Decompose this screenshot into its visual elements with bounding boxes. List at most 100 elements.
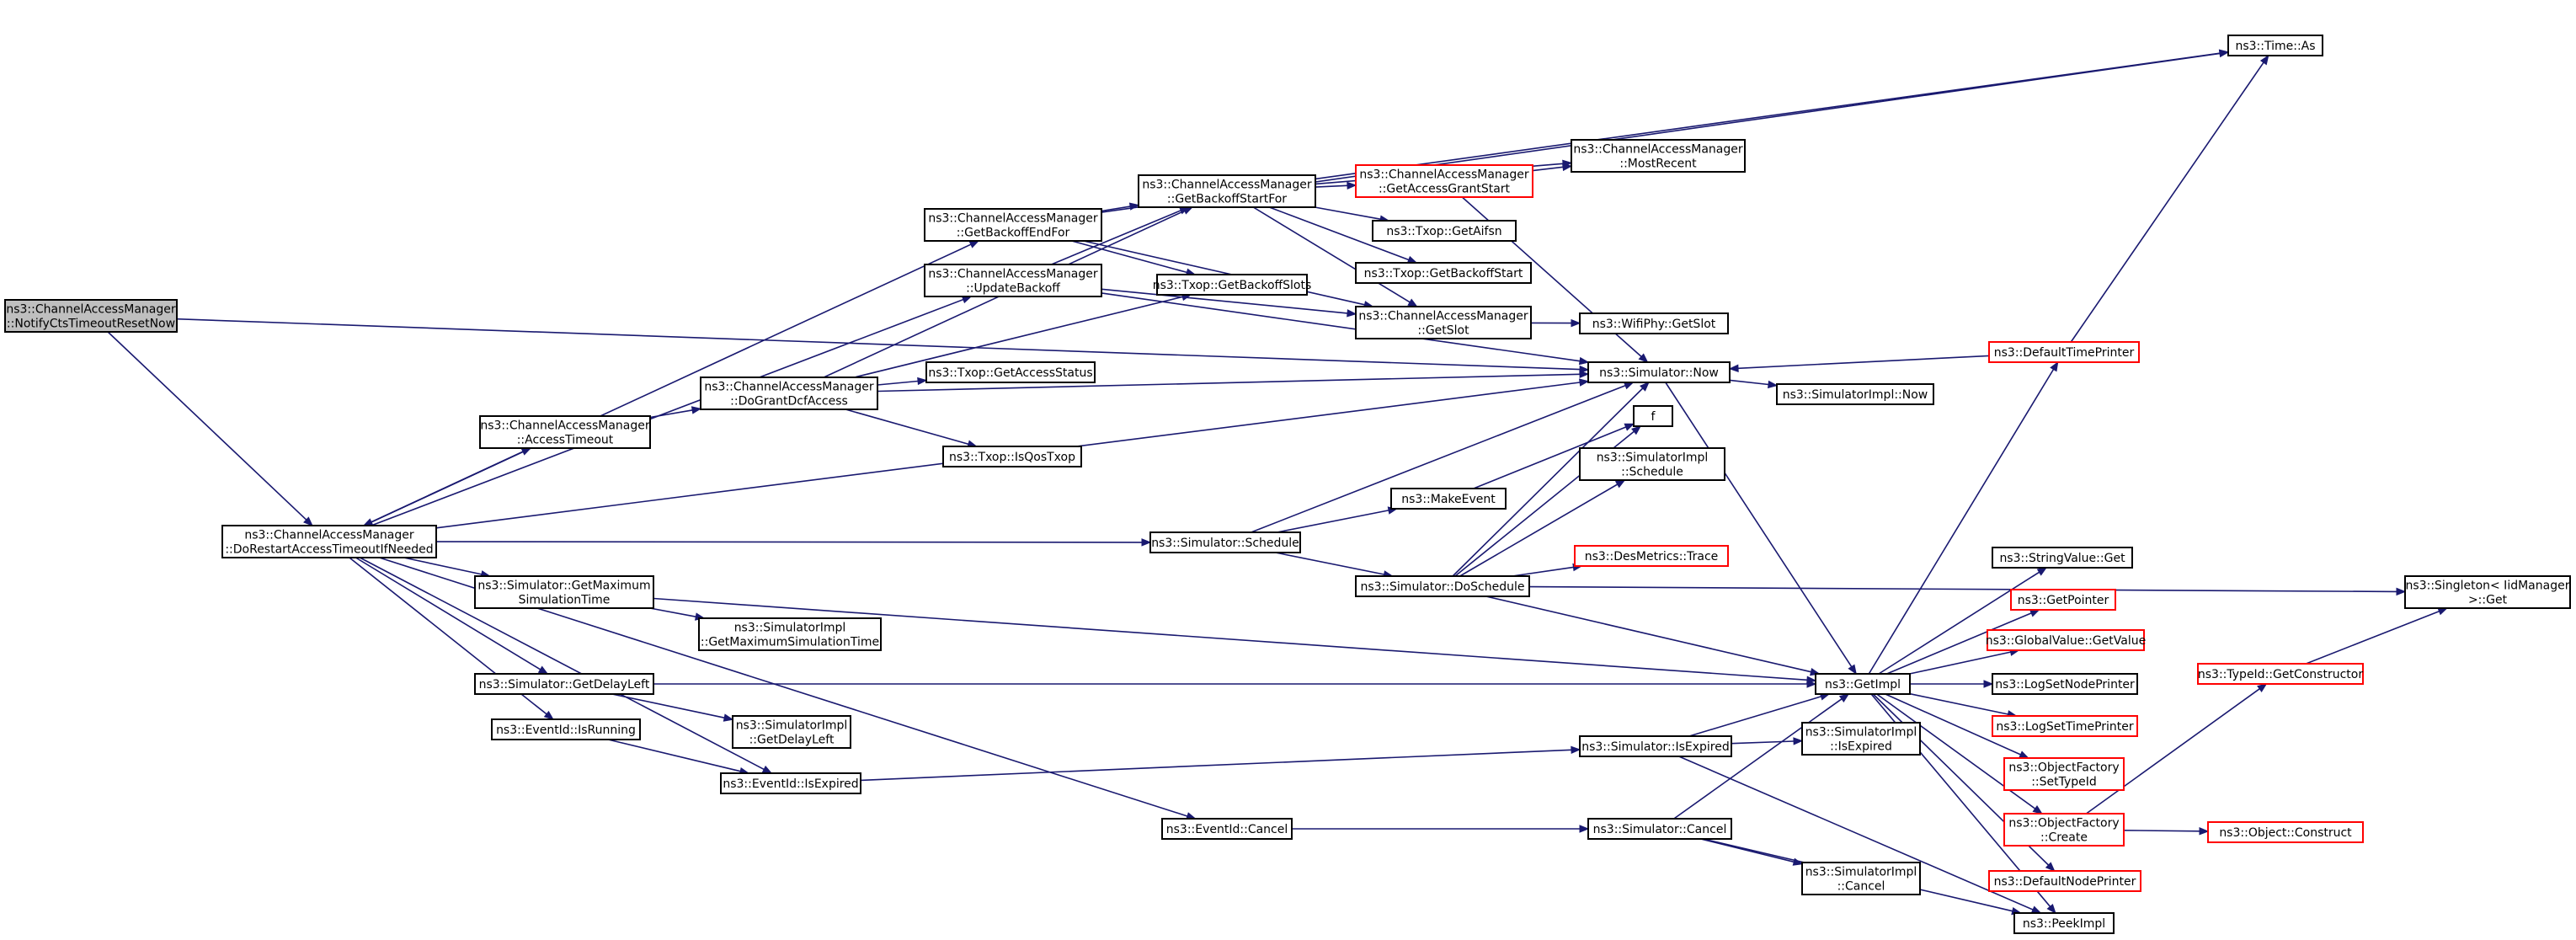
node-obj-factory-create[interactable]: ns3::ObjectFactory::Create — [2003, 813, 2125, 847]
node-sim-cancel[interactable]: ns3::Simulator::Cancel — [1587, 818, 1732, 840]
node-is-qos-txop[interactable]: ns3::Txop::IsQosTxop — [942, 446, 1082, 467]
node-log-set-time-printer[interactable]: ns3::LogSetTimePrinter — [1992, 715, 2138, 737]
node-impl-cancel[interactable]: ns3::SimulatorImpl::Cancel — [1801, 862, 1921, 895]
node-label: ::IsExpired — [1830, 740, 1892, 754]
node-label: ::GetMaximumSimulationTime — [701, 636, 879, 649]
node-label: ns3::SimulatorImpl — [1805, 726, 1917, 740]
edge-line — [1269, 206, 1410, 261]
node-get-backoff-start-for[interactable]: ns3::ChannelAccessManager::GetBackoffSta… — [1138, 174, 1316, 208]
node-type-id-get-constructor[interactable]: ns3::TypeId::GetConstructor — [2197, 663, 2364, 685]
edge-line — [1678, 756, 2034, 911]
node-get-access-status[interactable]: ns3::Txop::GetAccessStatus — [925, 361, 1096, 383]
edge-line — [1878, 571, 2040, 675]
node-get-max-sim-time[interactable]: ns3::Simulator::GetMaximumSimulationTime — [474, 575, 654, 609]
node-impl-is-expired[interactable]: ns3::SimulatorImpl::IsExpired — [1801, 722, 1921, 756]
node-box — [1579, 312, 1729, 334]
node-impl-get-delay-left[interactable]: ns3::SimulatorImpl::GetDelayLeft — [732, 715, 851, 749]
edge-do-schedule-to-des-metrics-trace — [1512, 563, 1583, 577]
node-box — [1574, 545, 1729, 567]
node-get-backoff-start[interactable]: ns3::Txop::GetBackoffStart — [1355, 262, 1532, 284]
node-default-node-printer[interactable]: ns3::DefaultNodePrinter — [1988, 870, 2141, 892]
arrowhead — [1407, 298, 1418, 307]
node-get-impl[interactable]: ns3::GetImpl — [1815, 673, 1911, 695]
node-box — [2197, 663, 2364, 685]
node-cam-get-slot[interactable]: ns3::ChannelAccessManager::GetSlot — [1355, 306, 1532, 339]
edge-line — [1452, 387, 1644, 577]
node-sim-schedule[interactable]: ns3::Simulator::Schedule — [1149, 531, 1301, 553]
node-object-construct[interactable]: ns3::Object::Construct — [2207, 821, 2364, 843]
edge-line — [1101, 292, 1581, 362]
node-box — [700, 377, 878, 410]
node-label: ns3::WifiPhy::GetSlot — [1592, 318, 1716, 331]
node-box — [1992, 715, 2138, 737]
node-do-grant-dcf-access[interactable]: ns3::ChannelAccessManager::DoGrantDcfAcc… — [700, 377, 878, 410]
node-make-event[interactable]: ns3::MakeEvent — [1390, 488, 1507, 510]
node-event-is-expired[interactable]: ns3::EventId::IsExpired — [720, 772, 861, 794]
node-wifi-get-slot[interactable]: ns3::WifiPhy::GetSlot — [1579, 312, 1729, 334]
node-des-metrics-trace[interactable]: ns3::DesMetrics::Trace — [1574, 545, 1729, 567]
arrowhead — [1579, 378, 1590, 387]
node-impl-get-max-sim-time[interactable]: ns3::SimulatorImpl::GetMaximumSimulation… — [698, 617, 882, 651]
edge-line — [1277, 510, 1389, 533]
edge-line — [1459, 483, 1619, 577]
node-box — [2207, 821, 2364, 843]
node-get-backoff-slots[interactable]: ns3::Txop::GetBackoffSlots — [1153, 274, 1312, 296]
arrowhead — [1571, 318, 1581, 328]
node-sim-now[interactable]: ns3::Simulator::Now — [1587, 361, 1731, 383]
node-label: ::Create — [2040, 831, 2088, 845]
node-root[interactable]: ns3::ChannelAccessManager::NotifyCtsTime… — [4, 299, 178, 333]
edge-cam-get-slot-to-wifi-get-slot — [1530, 318, 1581, 328]
edge-get-delay-left-to-impl-get-delay-left — [611, 693, 734, 722]
edge-default-time-printer-to-time-as — [2070, 54, 2269, 343]
node-get-delay-left[interactable]: ns3::Simulator::GetDelayLeft — [474, 673, 654, 695]
node-label: ns3::SimulatorImpl — [1597, 451, 1709, 465]
node-obj-factory-set-type-id[interactable]: ns3::ObjectFactory::SetTypeId — [2003, 757, 2125, 791]
node-sim-impl-now[interactable]: ns3::SimulatorImpl::Now — [1776, 383, 1934, 405]
node-update-backoff[interactable]: ns3::ChannelAccessManager::UpdateBackoff — [924, 264, 1102, 297]
node-event-cancel[interactable]: ns3::EventId::Cancel — [1161, 818, 1293, 840]
edge-line — [1673, 698, 1843, 820]
node-box — [1587, 361, 1731, 383]
node-box — [1579, 447, 1725, 481]
edge-line — [1700, 838, 1795, 863]
node-access-timeout[interactable]: ns3::ChannelAccessManager::AccessTimeout — [479, 415, 651, 449]
node-box — [1161, 818, 1293, 840]
node-event-is-running[interactable]: ns3::EventId::IsRunning — [491, 718, 641, 740]
node-restart[interactable]: ns3::ChannelAccessManager::DoRestartAcce… — [221, 525, 437, 558]
node-label: ns3::StringValue::Get — [1999, 552, 2125, 565]
node-box — [1156, 274, 1308, 296]
node-label: ns3::Txop::GetBackoffStart — [1364, 267, 1523, 280]
arrowhead — [1579, 370, 1590, 379]
node-time-as[interactable]: ns3::Time::As — [2227, 35, 2323, 56]
node-box — [1815, 673, 1911, 695]
node-peek-impl[interactable]: ns3::PeekImpl — [2013, 912, 2115, 934]
node-label: ns3::GetPointer — [2018, 594, 2109, 607]
node-string-value-get[interactable]: ns3::StringValue::Get — [1992, 547, 2133, 569]
node-get-aifsn[interactable]: ns3::Txop::GetAifsn — [1372, 220, 1517, 242]
edge-line — [107, 331, 307, 521]
node-do-schedule[interactable]: ns3::Simulator::DoSchedule — [1355, 575, 1530, 597]
edge-sim-cancel-to-impl-cancel — [1700, 838, 1804, 866]
arrowhead — [543, 710, 554, 720]
node-get-access-grant-start[interactable]: ns3::ChannelAccessManager::GetAccessGran… — [1355, 164, 1533, 198]
edge-event-cancel-to-sim-cancel — [1292, 825, 1590, 833]
edge-line — [1315, 206, 1381, 220]
node-label: ::AccessTimeout — [517, 434, 614, 447]
node-label: ns3::Singleton< IidManager — [2406, 579, 2570, 593]
node-global-value-get-value[interactable]: ns3::GlobalValue::GetValue — [1986, 629, 2146, 651]
node-default-time-printer[interactable]: ns3::DefaultTimePrinter — [1988, 341, 2140, 363]
node-sim-is-expired[interactable]: ns3::Simulator::IsExpired — [1579, 735, 1732, 757]
node-singleton-get[interactable]: ns3::Singleton< IidManager>::Get — [2404, 575, 2571, 609]
node-box — [1992, 547, 2133, 569]
arrowhead — [2218, 49, 2230, 57]
node-get-pointer[interactable]: ns3::GetPointer — [2010, 589, 2116, 611]
arrowhead — [1838, 693, 1850, 702]
node-label: ns3::ChannelAccessManager — [928, 212, 1098, 226]
edge-line — [1083, 240, 1365, 306]
node-log-set-node-printer[interactable]: ns3::LogSetNodePrinter — [1992, 673, 2138, 695]
node-most-recent[interactable]: ns3::ChannelAccessManager::MostRecent — [1571, 139, 1746, 173]
node-sim-impl-schedule[interactable]: ns3::SimulatorImpl::Schedule — [1579, 447, 1725, 481]
node-get-backoff-end-for[interactable]: ns3::ChannelAccessManager::GetBackoffEnd… — [924, 208, 1102, 242]
node-f[interactable]: f — [1633, 405, 1673, 427]
